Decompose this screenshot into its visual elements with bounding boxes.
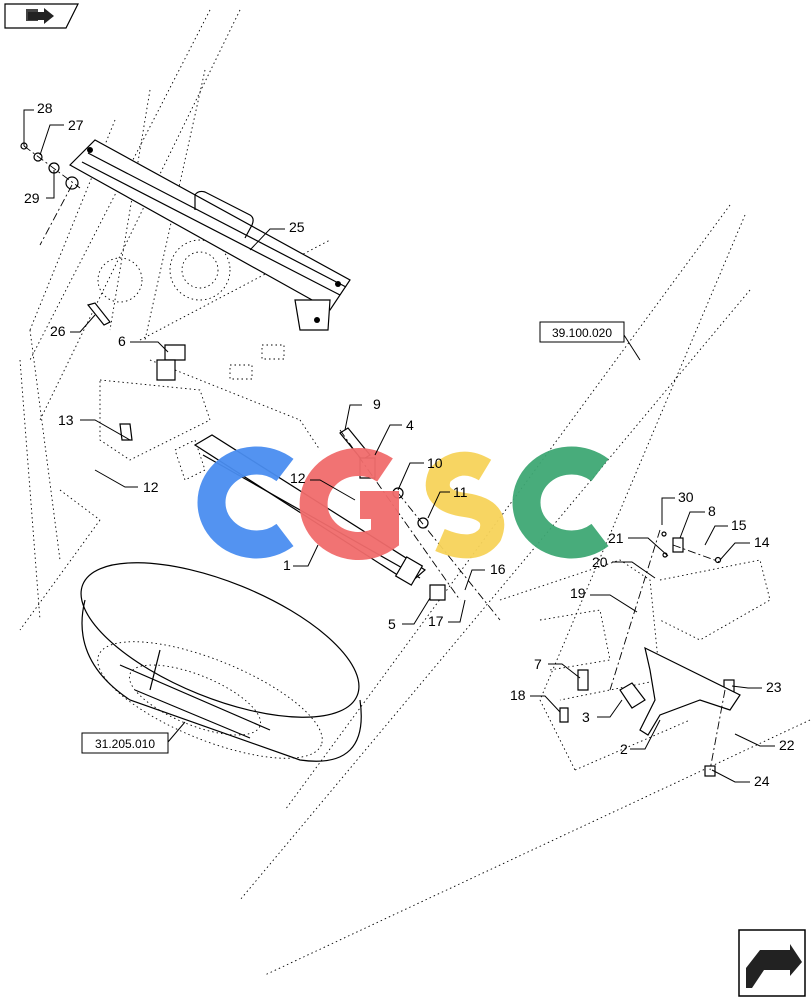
callout-26[interactable]: 26 [50, 323, 66, 339]
callout-3[interactable]: 3 [582, 709, 590, 725]
watermark-letter-g [299, 448, 399, 560]
callout-21[interactable]: 21 [608, 530, 624, 546]
watermark [197, 446, 609, 560]
folder-arrow-icon[interactable] [4, 3, 79, 29]
callout-30[interactable]: 30 [678, 489, 694, 505]
callout-23[interactable]: 23 [766, 679, 782, 695]
watermark-letter-c1 [197, 446, 294, 559]
callout-8[interactable]: 8 [708, 503, 716, 519]
callout-17[interactable]: 17 [428, 613, 444, 629]
callout-14[interactable]: 14 [754, 534, 770, 550]
callout-leaders [23, 109, 775, 783]
callout-6[interactable]: 6 [118, 333, 126, 349]
callout-12-left[interactable]: 12 [143, 479, 159, 495]
watermark-letter-c2 [512, 446, 609, 559]
watermark-letter-s [425, 451, 505, 559]
callout-19[interactable]: 19 [570, 585, 586, 601]
callout-11[interactable]: 11 [453, 484, 468, 500]
reference-box-frame[interactable]: 39.100.020 [539, 321, 641, 361]
callout-29[interactable]: 29 [24, 190, 40, 206]
reference-code-frame: 39.100.020 [552, 326, 612, 340]
callout-27[interactable]: 27 [68, 117, 84, 133]
callout-22[interactable]: 22 [779, 737, 795, 753]
hardware-parts [20, 142, 741, 777]
callout-9[interactable]: 9 [373, 396, 381, 412]
callout-4[interactable]: 4 [406, 417, 414, 433]
bracket-bar [69, 139, 351, 331]
reference-box-wheel[interactable]: 31.205.010 [81, 721, 186, 754]
drive-wheel [80, 562, 362, 762]
callout-1[interactable]: 1 [283, 557, 291, 573]
callout-18[interactable]: 18 [510, 687, 526, 703]
reference-code-wheel: 31.205.010 [95, 737, 155, 751]
callout-numbers: 28 27 29 25 26 6 9 4 10 11 13 12 12 1 5 … [24, 100, 795, 789]
callout-12-right[interactable]: 12 [290, 470, 306, 486]
frame-outline [19, 9, 811, 976]
callout-5[interactable]: 5 [388, 616, 396, 632]
callout-20[interactable]: 20 [592, 554, 608, 570]
callout-10[interactable]: 10 [427, 455, 443, 471]
callout-2[interactable]: 2 [620, 741, 628, 757]
arrow-next-page-icon[interactable] [738, 929, 806, 997]
callout-16[interactable]: 16 [490, 561, 506, 577]
callout-13[interactable]: 13 [58, 412, 74, 428]
callout-24[interactable]: 24 [754, 773, 770, 789]
callout-25[interactable]: 25 [289, 219, 305, 235]
callout-15[interactable]: 15 [731, 517, 747, 533]
callout-7[interactable]: 7 [534, 656, 542, 672]
callout-28[interactable]: 28 [37, 100, 53, 116]
